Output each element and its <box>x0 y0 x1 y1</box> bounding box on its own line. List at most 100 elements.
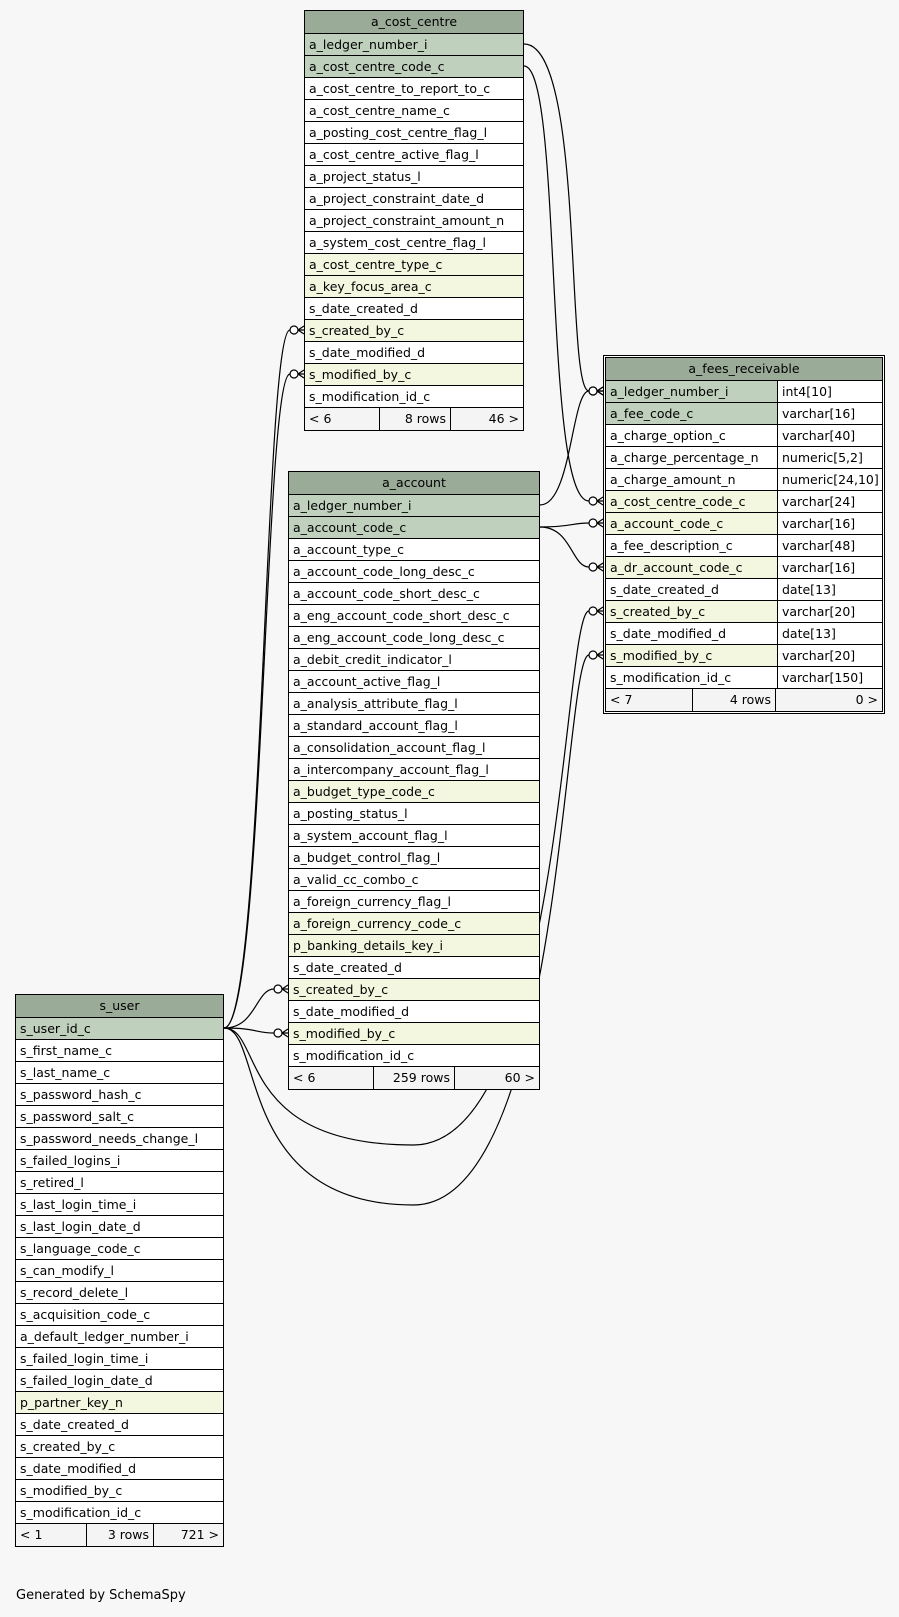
column-row[interactable]: s_language_code_c <box>16 1238 223 1260</box>
column-row[interactable]: a_eng_account_code_short_desc_c <box>289 605 539 627</box>
column-row[interactable]: a_default_ledger_number_i <box>16 1326 223 1348</box>
column-row[interactable]: a_posting_cost_centre_flag_l <box>305 122 523 144</box>
table-title[interactable]: s_user <box>16 995 223 1018</box>
column-row[interactable]: a_posting_status_l <box>289 803 539 825</box>
column-row[interactable]: s_retired_l <box>16 1172 223 1194</box>
column-row[interactable]: a_account_code_short_desc_c <box>289 583 539 605</box>
column-row[interactable]: s_record_delete_l <box>16 1282 223 1304</box>
column-row[interactable]: a_cost_centre_code_c <box>305 56 523 78</box>
column-row[interactable]: s_last_login_date_d <box>16 1216 223 1238</box>
column-row[interactable]: a_system_account_flag_l <box>289 825 539 847</box>
column-row[interactable]: p_partner_key_n <box>16 1392 223 1414</box>
column-row[interactable]: a_account_active_flag_l <box>289 671 539 693</box>
parents-count[interactable]: < 1 <box>20 1527 43 1542</box>
column-row[interactable]: s_failed_logins_i <box>16 1150 223 1172</box>
column-row[interactable]: a_system_cost_centre_flag_l <box>305 232 523 254</box>
column-row[interactable]: a_eng_account_code_long_desc_c <box>289 627 539 649</box>
column-row[interactable]: s_modified_by_c <box>305 364 523 386</box>
column-row[interactable]: a_ledger_number_i <box>305 34 523 56</box>
column-row[interactable]: a_project_constraint_amount_n <box>305 210 523 232</box>
children-count[interactable]: 60 > <box>504 1070 535 1085</box>
parents-count[interactable]: < 6 <box>309 411 332 426</box>
column-row[interactable]: s_password_hash_c <box>16 1084 223 1106</box>
column-row[interactable]: s_modification_id_c <box>305 386 523 408</box>
table-title[interactable]: a_fees_receivable <box>606 358 882 381</box>
column-row[interactable]: a_cost_centre_type_c <box>305 254 523 276</box>
optional-marker <box>588 562 598 572</box>
column-row[interactable]: p_banking_details_key_i <box>289 935 539 957</box>
column-row[interactable]: s_date_modified_d <box>289 1001 539 1023</box>
column-row[interactable]: s_failed_login_date_d <box>16 1370 223 1392</box>
column-row[interactable]: a_consolidation_account_flag_l <box>289 737 539 759</box>
column-row[interactable]: s_date_modified_d <box>305 342 523 364</box>
column-row[interactable]: s_created_by_c <box>16 1436 223 1458</box>
column-row[interactable]: s_password_needs_change_l <box>16 1128 223 1150</box>
column-row[interactable]: a_debit_credit_indicator_l <box>289 649 539 671</box>
column-row[interactable]: a_cost_centre_to_report_to_c <box>305 78 523 100</box>
column-row[interactable]: a_key_focus_area_c <box>305 276 523 298</box>
column-row[interactable]: s_last_name_c <box>16 1062 223 1084</box>
column-row[interactable]: s_password_salt_c <box>16 1106 223 1128</box>
column-row[interactable]: a_account_code_c <box>289 517 539 539</box>
column-row[interactable]: s_modified_by_c <box>289 1023 539 1045</box>
parents-count[interactable]: < 6 <box>293 1070 316 1085</box>
column-row[interactable]: a_account_type_c <box>289 539 539 561</box>
column-row[interactable]: a_budget_type_code_c <box>289 781 539 803</box>
column-row[interactable]: a_account_code_long_desc_c <box>289 561 539 583</box>
table-title[interactable]: a_cost_centre <box>305 11 523 34</box>
column-row[interactable]: s_first_name_c <box>16 1040 223 1062</box>
children-count[interactable]: 0 > <box>855 692 878 707</box>
children-count[interactable]: 721 > <box>180 1527 219 1542</box>
column-row[interactable]: s_created_by_c <box>289 979 539 1001</box>
column-row[interactable]: a_budget_control_flag_l <box>289 847 539 869</box>
column-row[interactable]: a_foreign_currency_code_c <box>289 913 539 935</box>
column-row[interactable]: s_date_modified_d <box>16 1458 223 1480</box>
column-row[interactable]: a_valid_cc_combo_c <box>289 869 539 891</box>
column-row[interactable]: a_foreign_currency_flag_l <box>289 891 539 913</box>
column-row[interactable]: a_intercompany_account_flag_l <box>289 759 539 781</box>
column-row[interactable]: s_created_by_c <box>305 320 523 342</box>
column-name: a_posting_status_l <box>293 806 408 821</box>
parents-count[interactable]: < 7 <box>610 692 633 707</box>
column-row[interactable]: s_date_created_d <box>16 1414 223 1436</box>
column-row[interactable]: a_standard_account_flag_l <box>289 715 539 737</box>
column-row[interactable]: s_user_id_c <box>16 1018 223 1040</box>
column-row[interactable]: a_cost_centre_active_flag_l <box>305 144 523 166</box>
column-row[interactable]: a_ledger_number_i <box>289 495 539 517</box>
column-row[interactable]: s_last_login_time_i <box>16 1194 223 1216</box>
children-count[interactable]: 46 > <box>488 411 519 426</box>
column-row[interactable]: a_analysis_attribute_flag_l <box>289 693 539 715</box>
column-row[interactable]: s_acquisition_code_c <box>16 1304 223 1326</box>
column-row[interactable]: s_failed_login_time_i <box>16 1348 223 1370</box>
column-row[interactable]: a_cost_centre_name_c <box>305 100 523 122</box>
column-row[interactable]: s_date_created_d <box>289 957 539 979</box>
column-row[interactable]: s_date_created_d <box>305 298 523 320</box>
column-row[interactable]: s_modified_by_c <box>16 1480 223 1502</box>
column-row[interactable]: a_project_constraint_date_d <box>305 188 523 210</box>
table-title[interactable]: a_account <box>289 472 539 495</box>
column-row[interactable]: s_modification_id_c <box>16 1502 223 1524</box>
column-row[interactable]: s_can_modify_l <box>16 1260 223 1282</box>
column-row[interactable]: a_project_status_l <box>305 166 523 188</box>
column-name: a_system_account_flag_l <box>293 828 448 843</box>
column-row[interactable]: s_modification_id_c <box>289 1045 539 1067</box>
